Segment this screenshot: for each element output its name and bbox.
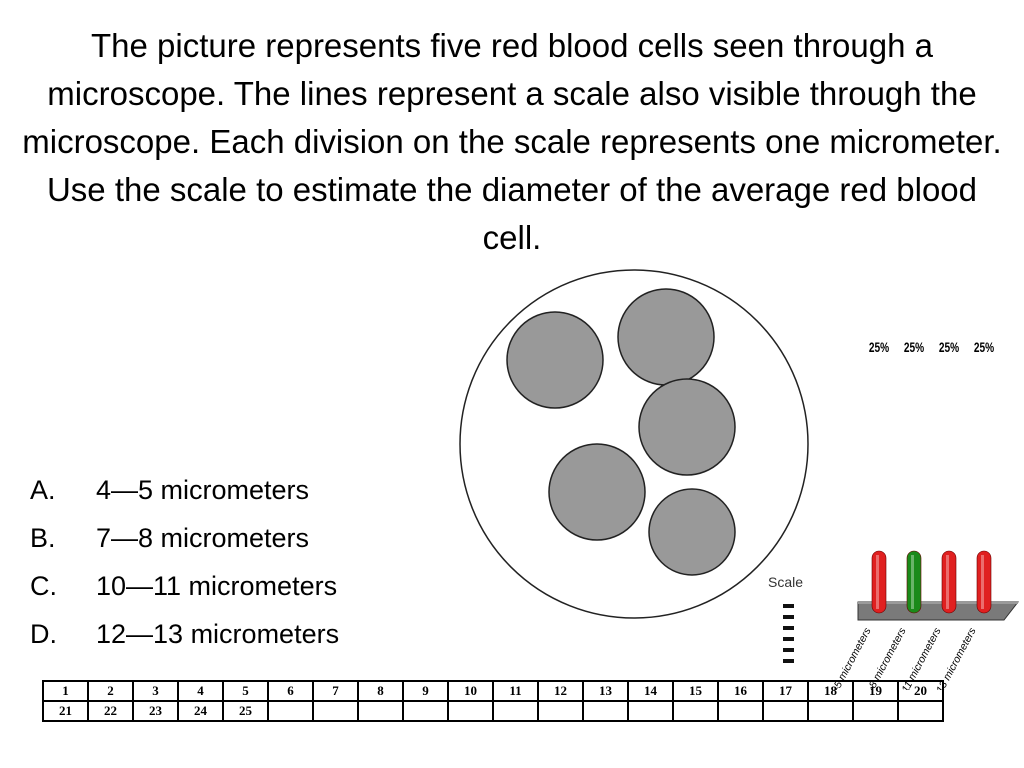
chart-bar — [941, 550, 957, 614]
red-blood-cell — [506, 311, 604, 409]
response-grid-cell: 2 — [87, 680, 134, 702]
chart-bar — [871, 550, 887, 614]
response-grid-cell — [357, 700, 404, 722]
chart-data-label: 25% — [869, 340, 890, 356]
response-grid-cell — [402, 700, 449, 722]
response-grid-cell: 23 — [132, 700, 179, 722]
response-grid-cell: 4 — [177, 680, 224, 702]
response-grid-cell: 14 — [627, 680, 674, 702]
response-grid-cell — [627, 700, 674, 722]
response-grid-cell: 13 — [582, 680, 629, 702]
answer-option-a[interactable]: A. 4—5 micrometers — [30, 466, 339, 514]
red-blood-cell — [548, 443, 646, 541]
response-grid-cell: 3 — [132, 680, 179, 702]
response-grid-cell — [672, 700, 719, 722]
response-grid-cell: 20 — [897, 680, 944, 702]
response-grid-cell — [852, 700, 899, 722]
scale-tick — [783, 648, 794, 652]
response-grid-cell: 11 — [492, 680, 539, 702]
response-grid-cell: 18 — [807, 680, 854, 702]
response-grid-cell — [537, 700, 584, 722]
response-grid-cell: 24 — [177, 700, 224, 722]
answer-option-c[interactable]: C. 10—11 micrometers — [30, 562, 339, 610]
response-grid-cell: 1 — [42, 680, 89, 702]
scale-label: Scale — [768, 574, 804, 590]
answer-option-b[interactable]: B. 7—8 micrometers — [30, 514, 339, 562]
chart-bar-highlight — [911, 555, 914, 609]
response-grid-cell: 22 — [87, 700, 134, 722]
response-grid-cell — [582, 700, 629, 722]
answer-text: 12—13 micrometers — [96, 619, 340, 649]
response-grid-cell: 16 — [717, 680, 764, 702]
chart-data-label: 25% — [939, 340, 960, 356]
response-grid-cell — [267, 700, 314, 722]
answer-text: 7—8 micrometers — [96, 523, 310, 553]
answer-list: A. 4—5 micrometers B. 7—8 micrometers C.… — [30, 466, 339, 658]
response-grid-cell — [762, 700, 809, 722]
red-blood-cell — [638, 378, 736, 476]
scale-tick — [783, 604, 794, 608]
question-text: The picture represents five red blood ce… — [22, 27, 1002, 256]
answer-letter: D. — [30, 619, 57, 649]
response-grid-cell: 25 — [222, 700, 269, 722]
answer-option-d[interactable]: D. 12—13 micrometers — [30, 610, 339, 658]
response-grid-cell — [717, 700, 764, 722]
scale-tick — [783, 637, 794, 641]
response-grid-cell: 12 — [537, 680, 584, 702]
answer-letter: A. — [30, 475, 56, 505]
red-blood-cell — [648, 488, 736, 576]
answer-letter: C. — [30, 571, 57, 601]
response-grid-cell — [807, 700, 854, 722]
answer-letter: B. — [30, 523, 56, 553]
response-grid-cell: 15 — [672, 680, 719, 702]
response-grid-cell: 17 — [762, 680, 809, 702]
response-grid-cell: 7 — [312, 680, 359, 702]
response-grid-cell: 10 — [447, 680, 494, 702]
scale-ticks — [783, 604, 794, 663]
response-grid-cell — [312, 700, 359, 722]
scale-tick — [783, 626, 794, 630]
response-grid-cell: 21 — [42, 700, 89, 722]
answer-text: 4—5 micrometers — [96, 475, 310, 505]
response-grid-cell — [897, 700, 944, 722]
response-grid-cell: 19 — [852, 680, 899, 702]
chart-bar — [976, 550, 992, 614]
scale-tick — [783, 659, 794, 663]
response-grid-cell — [492, 700, 539, 722]
response-grid-cell: 9 — [402, 680, 449, 702]
response-grid-cell: 8 — [357, 680, 404, 702]
chart-data-label: 25% — [974, 340, 995, 356]
response-grid-cell — [447, 700, 494, 722]
scale-tick — [783, 615, 794, 619]
response-grid-cell: 6 — [267, 680, 314, 702]
chart-bar-highlight — [876, 555, 879, 609]
answer-text: 10—11 micrometers — [96, 571, 338, 601]
chart-bar — [906, 550, 922, 614]
microscope-field — [459, 269, 809, 619]
chart-data-label: 25% — [904, 340, 925, 356]
red-blood-cell — [617, 288, 715, 386]
response-grid-cell: 5 — [222, 680, 269, 702]
chart-bar-highlight — [981, 555, 984, 609]
chart-bar-highlight — [946, 555, 949, 609]
